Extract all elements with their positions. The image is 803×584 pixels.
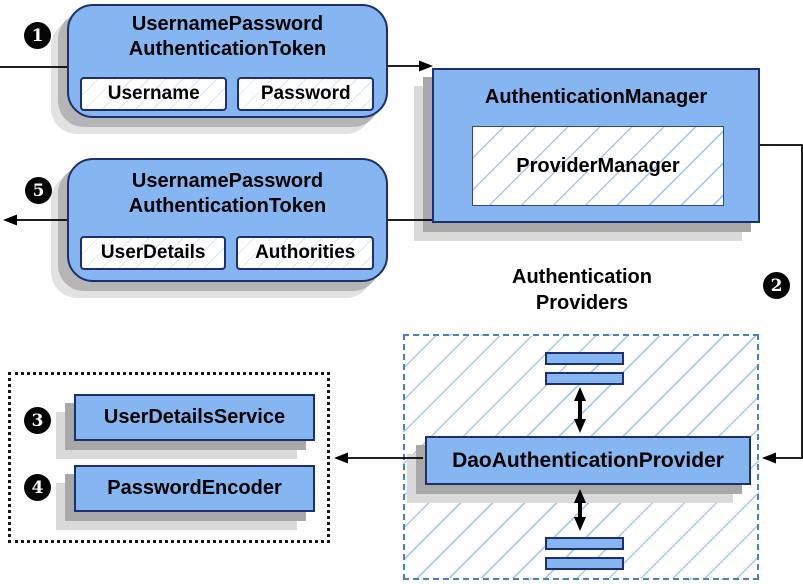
dao-authentication-provider-box: DaoAuthenticationProvider bbox=[425, 436, 751, 485]
password-encoder-label: PasswordEncoder bbox=[107, 477, 282, 499]
dao-to-dependencies-arrowhead bbox=[334, 452, 348, 464]
authentication-providers-label-line1: Authentication bbox=[512, 266, 652, 288]
step-1-badge: 1 bbox=[24, 22, 51, 49]
result-out-arrowhead bbox=[3, 214, 17, 226]
provider-manager-label: ProviderManager bbox=[516, 154, 680, 177]
result-token-fields: UserDetails Authorities bbox=[80, 236, 374, 270]
request-token-title: UsernamePassword AuthenticationToken bbox=[69, 12, 386, 62]
request-token-box: UsernamePassword AuthenticationToken Use… bbox=[67, 4, 388, 118]
step-2-number: 2 bbox=[770, 275, 783, 296]
password-field-chip: Password bbox=[237, 77, 374, 111]
username-field-label: Username bbox=[107, 83, 200, 104]
request-token-title-line2: AuthenticationToken bbox=[128, 38, 327, 60]
step-4-badge: 4 bbox=[24, 474, 51, 501]
dependencies-container: UserDetailsService PasswordEncoder bbox=[8, 372, 330, 543]
dao-authentication-provider-label: DaoAuthenticationProvider bbox=[452, 448, 724, 472]
user-details-service-label: UserDetailsService bbox=[103, 406, 286, 428]
provider-manager-box: ProviderManager bbox=[472, 126, 724, 206]
result-token-title: UsernamePassword AuthenticationToken bbox=[69, 169, 386, 219]
provider-stack-bar-top-1 bbox=[545, 352, 624, 365]
authentication-providers-label-line2: Providers bbox=[535, 292, 629, 314]
result-token-title-line1: UsernamePassword bbox=[131, 170, 324, 192]
authentication-manager-title: AuthenticationManager bbox=[484, 86, 708, 108]
step-4-number: 4 bbox=[31, 477, 44, 498]
provider-stack-bar-bottom-2 bbox=[545, 557, 624, 570]
user-details-label: UserDetails bbox=[100, 242, 206, 263]
user-details-service-box: UserDetailsService bbox=[74, 394, 315, 441]
result-token-box: UsernamePassword AuthenticationToken Use… bbox=[67, 158, 388, 282]
authentication-providers-label: Authentication Providers bbox=[457, 264, 707, 316]
step-1-number: 1 bbox=[31, 25, 44, 46]
provider-stack-bar-bottom-1 bbox=[545, 537, 624, 550]
step-3-number: 3 bbox=[31, 410, 44, 431]
step-2-badge: 2 bbox=[763, 272, 790, 299]
password-encoder-box: PasswordEncoder bbox=[74, 465, 315, 512]
result-token-title-line2: AuthenticationToken bbox=[128, 195, 327, 217]
step-3-badge: 3 bbox=[24, 407, 51, 434]
manager-to-dao-arrowhead bbox=[762, 452, 776, 464]
provider-stack-bar-top-2 bbox=[545, 372, 624, 385]
step-5-number: 5 bbox=[32, 180, 45, 201]
request-token-title-line1: UsernamePassword bbox=[131, 13, 324, 35]
manager-to-dao-connector bbox=[760, 144, 803, 459]
authentication-manager-box: AuthenticationManager ProviderManager bbox=[432, 68, 760, 223]
providers-container: DaoAuthenticationProvider bbox=[403, 334, 759, 580]
token-to-manager-arrowhead bbox=[419, 60, 433, 72]
authorities-chip: Authorities bbox=[236, 236, 374, 270]
authorities-label: Authorities bbox=[255, 242, 356, 263]
request-token-fields: Username Password bbox=[80, 77, 374, 111]
password-field-label: Password bbox=[260, 83, 351, 104]
username-field-chip: Username bbox=[80, 77, 228, 111]
user-details-chip: UserDetails bbox=[80, 236, 227, 270]
step-5-badge: 5 bbox=[25, 177, 52, 204]
